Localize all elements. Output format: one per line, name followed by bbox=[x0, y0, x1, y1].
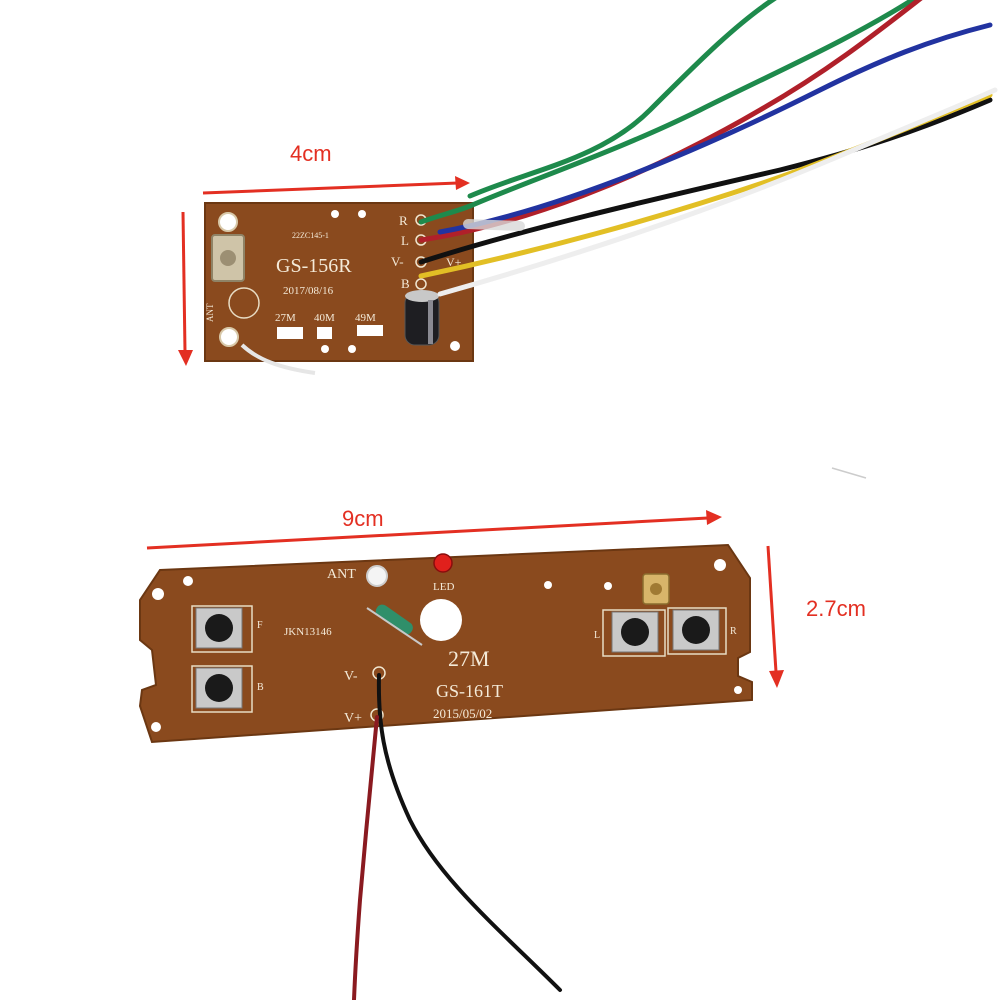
mounting-hole bbox=[331, 210, 339, 218]
dimension-line bbox=[146, 516, 709, 550]
antenna-wire bbox=[240, 343, 316, 375]
mounting-hole bbox=[218, 212, 238, 232]
mounting-hole bbox=[714, 559, 726, 571]
transmitter-board: ANT LED JKN13146 27M GS-161T 2015/05/02 … bbox=[138, 543, 753, 744]
wire-green-lead bbox=[418, 0, 917, 225]
button-label: L bbox=[594, 630, 600, 641]
arrow-head bbox=[706, 510, 722, 525]
receiver-wires bbox=[418, 0, 998, 297]
arrow-head bbox=[178, 350, 193, 366]
transmitter-antenna-label: ANT bbox=[327, 567, 356, 582]
frequency-pad bbox=[277, 327, 303, 339]
power-label: V- bbox=[344, 669, 358, 684]
button-f[interactable] bbox=[191, 605, 253, 653]
button-cap bbox=[621, 618, 649, 646]
crystal-outline bbox=[228, 287, 260, 319]
mounting-hole bbox=[183, 576, 193, 586]
mounting-hole bbox=[348, 345, 356, 353]
wire-black bbox=[376, 673, 562, 992]
transmitter-wires bbox=[352, 673, 562, 1000]
arrow-head bbox=[455, 176, 470, 190]
button-cap bbox=[205, 614, 233, 642]
power-label: V+ bbox=[344, 711, 362, 726]
button-b[interactable] bbox=[191, 665, 253, 713]
wire-red bbox=[352, 715, 379, 1000]
mounting-hole bbox=[544, 581, 552, 589]
mounting-hole bbox=[358, 210, 366, 218]
inductor-leads bbox=[366, 607, 423, 646]
solder-pad bbox=[415, 278, 427, 290]
arrow-head bbox=[769, 670, 784, 688]
pad-label: R bbox=[399, 213, 408, 228]
button-l[interactable] bbox=[602, 609, 666, 657]
wire-sleeve bbox=[463, 219, 525, 231]
button-label: F bbox=[257, 620, 263, 631]
trimmer-knob bbox=[650, 583, 662, 595]
receiver-board: 22ZC145-1 GS-156R 2017/08/16 ANT 27M 40M… bbox=[204, 202, 474, 375]
receiver-width-dimension: 4cm bbox=[202, 141, 470, 195]
capacitor-top bbox=[405, 290, 439, 302]
frequency-pad bbox=[317, 327, 332, 339]
mounting-hole bbox=[321, 345, 329, 353]
capacitor-stripe bbox=[428, 300, 433, 344]
mounting-hole bbox=[219, 327, 239, 347]
receiver-antenna-label: ANT bbox=[205, 303, 215, 322]
wire-white bbox=[437, 87, 998, 297]
pad-label: V- bbox=[391, 254, 404, 269]
transmitter-model: GS-161T bbox=[436, 681, 503, 701]
wire-blue bbox=[437, 22, 993, 235]
dimension-line bbox=[202, 181, 459, 195]
transmitter-code: JKN13146 bbox=[284, 626, 332, 638]
frequency-label: 40M bbox=[314, 312, 335, 324]
receiver-code: 22ZC145-1 bbox=[292, 231, 329, 240]
dimension-line bbox=[181, 211, 187, 353]
mounting-hole bbox=[734, 686, 742, 694]
button-outline bbox=[191, 605, 253, 653]
transmitter-frequency: 27M bbox=[448, 646, 490, 671]
frequency-pad bbox=[357, 325, 383, 336]
pad-label: L bbox=[401, 233, 409, 248]
mounting-hole bbox=[152, 588, 164, 600]
coil-core bbox=[220, 250, 236, 266]
transmitter-pcb bbox=[138, 543, 753, 744]
button-cap bbox=[682, 616, 710, 644]
button-outline bbox=[191, 665, 253, 713]
pad-label: B bbox=[401, 276, 410, 291]
button-label: R bbox=[730, 626, 737, 637]
led-label: LED bbox=[433, 581, 454, 593]
wire-green bbox=[467, 0, 777, 199]
transmitter-width-label: 9cm bbox=[342, 506, 384, 531]
wire-black bbox=[418, 97, 993, 265]
transmitter-date: 2015/05/02 bbox=[433, 706, 492, 721]
transmitter-width-dimension: 9cm bbox=[146, 506, 722, 550]
frequency-label: 27M bbox=[275, 312, 296, 324]
receiver-date: 2017/08/16 bbox=[283, 285, 334, 297]
mounting-hole bbox=[604, 582, 612, 590]
button-outline bbox=[667, 607, 727, 655]
led-light bbox=[433, 553, 453, 573]
receiver-height-dimension bbox=[178, 211, 193, 366]
button-r[interactable] bbox=[667, 607, 727, 655]
receiver-width-label: 4cm bbox=[290, 141, 332, 166]
button-cap bbox=[205, 674, 233, 702]
receiver-model: GS-156R bbox=[276, 255, 352, 277]
dimension-line bbox=[766, 545, 778, 673]
frequency-label: 49M bbox=[355, 312, 376, 324]
transmitter-height-dimension: 2.7cm bbox=[766, 545, 866, 688]
button-outline bbox=[602, 609, 666, 657]
mounting-hole bbox=[151, 722, 161, 732]
antenna-pad bbox=[366, 565, 388, 587]
mounting-hole bbox=[450, 341, 460, 351]
transmitter-height-label: 2.7cm bbox=[806, 596, 866, 621]
center-hole bbox=[420, 599, 462, 641]
button-label: B bbox=[257, 682, 264, 693]
background-speck bbox=[831, 467, 867, 479]
inductor-component bbox=[375, 604, 413, 635]
